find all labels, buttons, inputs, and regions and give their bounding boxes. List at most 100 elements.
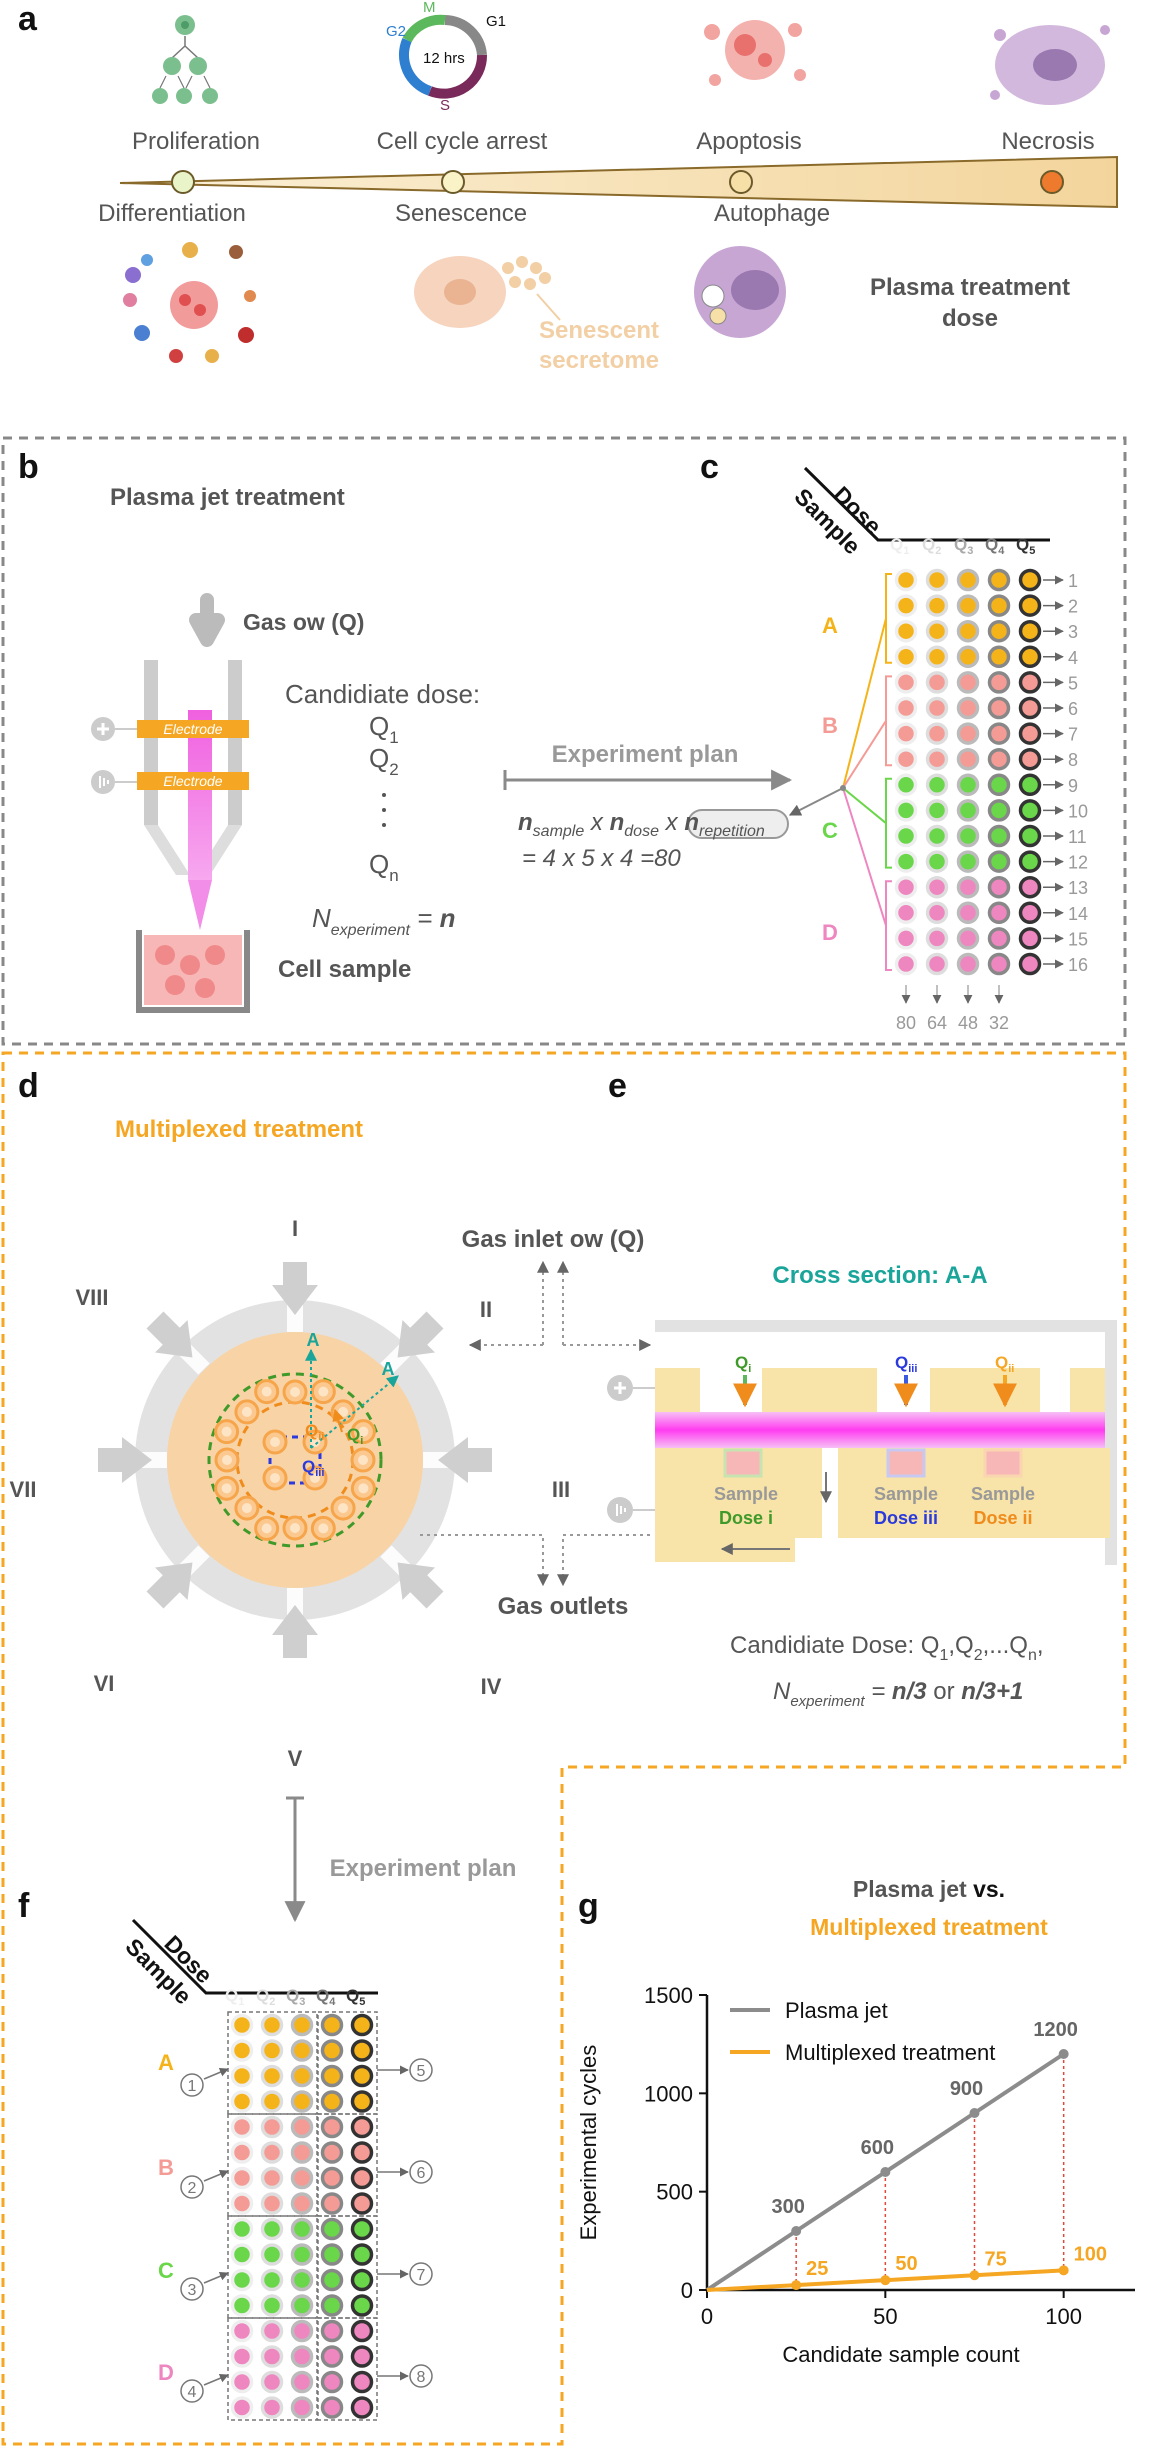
panel-a: a 12 hrs G1 G2 M S [18,0,1118,374]
c-row-number: 12 [1068,853,1088,873]
y-tick-label: 0 [681,2278,693,2303]
f-well [320,2013,344,2037]
series-plasma-jet-point [1058,2049,1069,2059]
f-group-box-left [227,2215,318,2319]
c-row-number: 1 [1068,571,1078,591]
c-well [987,619,1011,643]
legend-label: Plasma jet [785,1998,888,2023]
c-to-repetition-arrow [788,787,844,816]
f-well [320,2243,344,2266]
c-well [894,619,918,643]
c-well [925,645,949,669]
f-well [350,2243,374,2266]
c-well [987,952,1011,976]
label-senescence: Senescence [395,200,527,227]
gas-inlet-flow-label: Gas inlet ow (Q) [462,1226,645,1253]
d-well-core [241,1503,252,1514]
f-well [290,2294,314,2317]
f-left-marker [180,2073,204,2097]
necrosis-icon [990,25,1110,105]
c-well [925,671,949,694]
cross-section-device [607,1320,1117,1565]
dose-qn: Qn [369,849,399,885]
c-well [956,645,980,669]
f-left-number: 3 [188,2282,197,2299]
f-well [290,2268,314,2292]
inlet-label-i: I [292,1216,298,1241]
f-well [320,2319,344,2343]
f-well [260,2268,284,2292]
f-well [230,2064,254,2088]
f-dose-grid [227,2011,378,2421]
data-label: 300 [771,2196,804,2218]
f-well [260,2370,284,2394]
c-well [925,696,949,720]
f-left-marker [180,2175,204,2199]
f-group-box-left [227,2317,318,2421]
formula-line-1: nsample x ndose x nrepetition [518,809,765,840]
secretome-line-1: Senescent [539,317,659,344]
c-well [987,773,1011,797]
c-well [925,568,949,592]
f-well [350,2319,374,2343]
c-row-number: 7 [1068,725,1078,745]
c-well [1018,696,1042,720]
plasma-jet [188,710,212,880]
c-row-number: 14 [1068,904,1088,924]
f-sample-b: B [158,2155,174,2180]
c-well [987,901,1011,925]
c-well [894,594,918,617]
f-left-number: 4 [188,2384,197,2401]
c-well [894,747,918,771]
inlet-arrow-v [272,1605,318,1658]
marker-necrosis [1040,170,1064,194]
experiment-plan-label-b: Experiment plan [552,741,739,768]
c-well [925,875,949,899]
c-well [925,927,949,950]
f-well [230,2345,254,2368]
f-well [350,2268,374,2292]
panel-de-border [1,1051,1127,2446]
c-sample-b: B [822,713,838,738]
c-count-32: 32 [989,1013,1009,1033]
c-well [987,671,1011,694]
c-well [925,799,949,822]
inlet-arrow-vi [146,1562,193,1609]
panel-bc: b Plasma jet treatment Gas ow (Q) Electr… [1,436,1127,1046]
f-well [350,2294,374,2317]
f-q2-header: Q2 [256,1986,275,2008]
f-right-number: 8 [417,2369,426,2386]
f-q3-header: Q3 [286,1986,305,2008]
gas-flow-label: Gas ow (Q) [243,609,364,635]
c-well [987,722,1011,745]
f-well [290,2013,314,2037]
d-well-core [261,1386,272,1397]
e-q-ii: Qii [995,1353,1014,1375]
c-well [894,850,918,873]
dose-ellipsis [382,793,386,827]
plasma-beam [655,1412,1105,1448]
f-right-marker [409,2058,433,2082]
cell-sample-label: Cell sample [278,956,411,983]
c-well [894,875,918,899]
marker-differentiation [171,170,195,194]
experiment-plan-arrow-b [503,770,790,790]
marker-senescence [441,170,465,194]
f-well [320,2039,344,2062]
c-sample-connector [842,787,887,926]
c-well [956,824,980,848]
f-well [290,2039,314,2062]
f-well [260,2319,284,2343]
f-well [260,2064,284,2088]
label-differentiation: Differentiation [98,200,246,227]
panel-label-g: g [578,1887,599,1925]
inlet-arrow-i [272,1262,318,1315]
d-well-core [310,1473,320,1483]
c-well [925,747,949,771]
f-well [290,2090,314,2113]
gas-outlets-label: Gas outlets [498,1593,629,1620]
f-well [260,2039,284,2062]
c-sample-connector [842,618,887,789]
c-well [956,722,980,745]
